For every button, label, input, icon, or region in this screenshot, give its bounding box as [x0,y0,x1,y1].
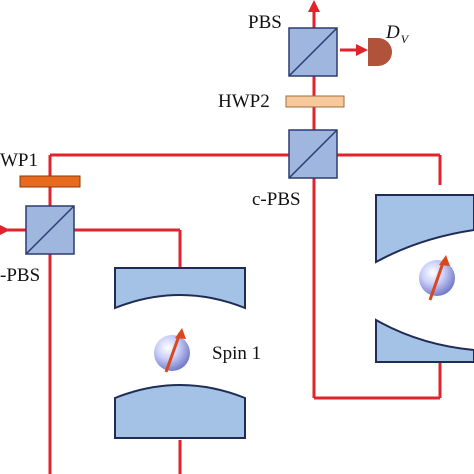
photodetector-icon [368,38,392,66]
hwp2-plate [285,95,345,108]
label-hwp1: WP1 [0,150,38,171]
cpbs-left-cube [25,205,75,255]
cavity-1-bottom-mirror [114,384,246,439]
pbs-top-cube [288,27,338,77]
label-cpbs-left: -PBS [0,265,40,286]
cavity-1-top-mirror [114,267,246,310]
spin-sphere-icon [419,255,455,301]
cavity-2-top-mirror [375,194,474,264]
label-cpbs-right: c-PBS [252,189,301,210]
cavity-2-bottom-mirror [375,318,474,363]
label-spin1: Spin 1 [212,343,261,364]
label-pbs-top: PBS [248,12,282,33]
hwp1-plate [19,175,81,188]
label-hwp2: HWP2 [218,91,270,112]
label-detector: DV [385,22,410,46]
spin-sphere-icon [154,328,190,373]
cpbs-right-cube [288,129,338,179]
beam-arrow-detector-icon [356,44,368,56]
beam-arrow-up-icon [308,0,320,12]
beam-arrow-input-icon [0,225,10,235]
